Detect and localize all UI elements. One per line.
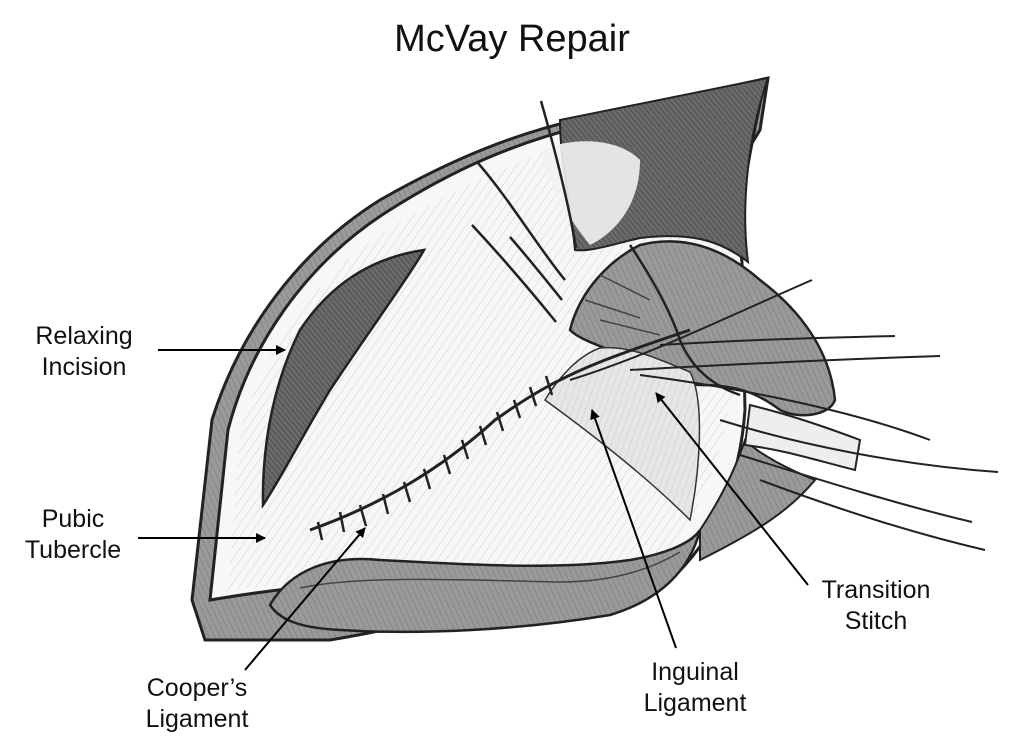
inguinal-shelf — [544, 346, 701, 522]
cord-bundle — [743, 403, 862, 472]
suture-stitches — [316, 375, 554, 541]
suture-strands — [569, 279, 999, 551]
inguinal-ligament-arrow — [590, 409, 677, 649]
suture-line — [309, 328, 691, 532]
relaxing-incision-label: Relaxing Incision — [35, 322, 133, 381]
relaxing-incision-shape — [261, 248, 427, 509]
transition-stitch-label: Transition Stitch — [821, 576, 931, 635]
diagram-title: McVay Repair — [394, 18, 630, 60]
coopers-ligament-arrow — [244, 527, 366, 671]
inguinal-ligament-label: Inguinal Ligament — [643, 658, 747, 717]
pubic-tubercle-label: Pubic Tubercle — [24, 505, 122, 564]
annotation-arrows — [138, 345, 809, 671]
transition-stitch-arrow — [655, 392, 809, 586]
fascia-strokes — [471, 100, 578, 323]
coopers-ligament-label: Cooper’s Ligament — [145, 674, 249, 733]
